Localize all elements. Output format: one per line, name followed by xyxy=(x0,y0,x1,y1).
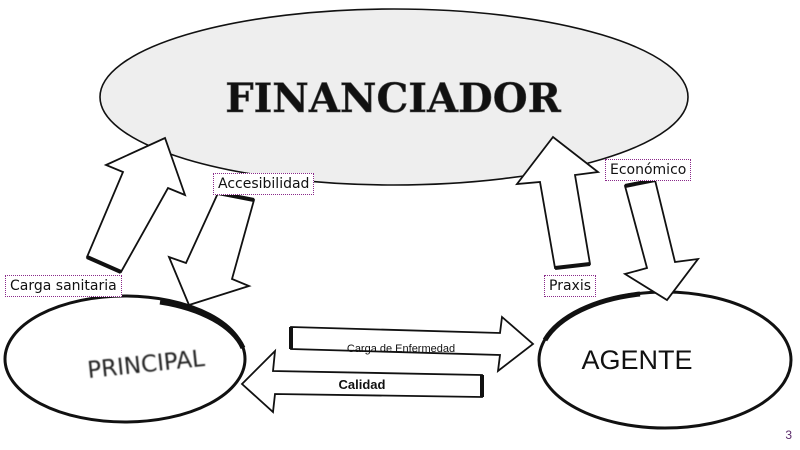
praxis-label: Praxis xyxy=(544,275,596,297)
financiador-node xyxy=(99,8,689,186)
arrow-agente-to-financiador xyxy=(515,135,601,270)
agente-title: AGENTE xyxy=(581,345,692,375)
principal-node xyxy=(3,294,247,424)
arrow-carga-enfermedad xyxy=(289,315,535,374)
arrow-financiador-to-agente xyxy=(622,178,701,302)
carga-enfermedad-label: Carga de Enfermedad xyxy=(347,343,455,355)
calidad-label: Calidad xyxy=(339,377,386,392)
arrow-calidad xyxy=(240,348,484,414)
page-number: 3 xyxy=(785,428,792,442)
economico-label: Económico xyxy=(605,159,692,181)
arrow-principal-to-financiador xyxy=(85,136,187,274)
financiador-title: FINANCIADOR xyxy=(225,75,561,122)
carga-sanitaria-label: Carga sanitaria xyxy=(5,275,122,297)
arrow-financiador-to-principal xyxy=(167,191,256,307)
agente-node xyxy=(537,290,793,430)
accesibilidad-label: Accesibilidad xyxy=(213,173,315,195)
